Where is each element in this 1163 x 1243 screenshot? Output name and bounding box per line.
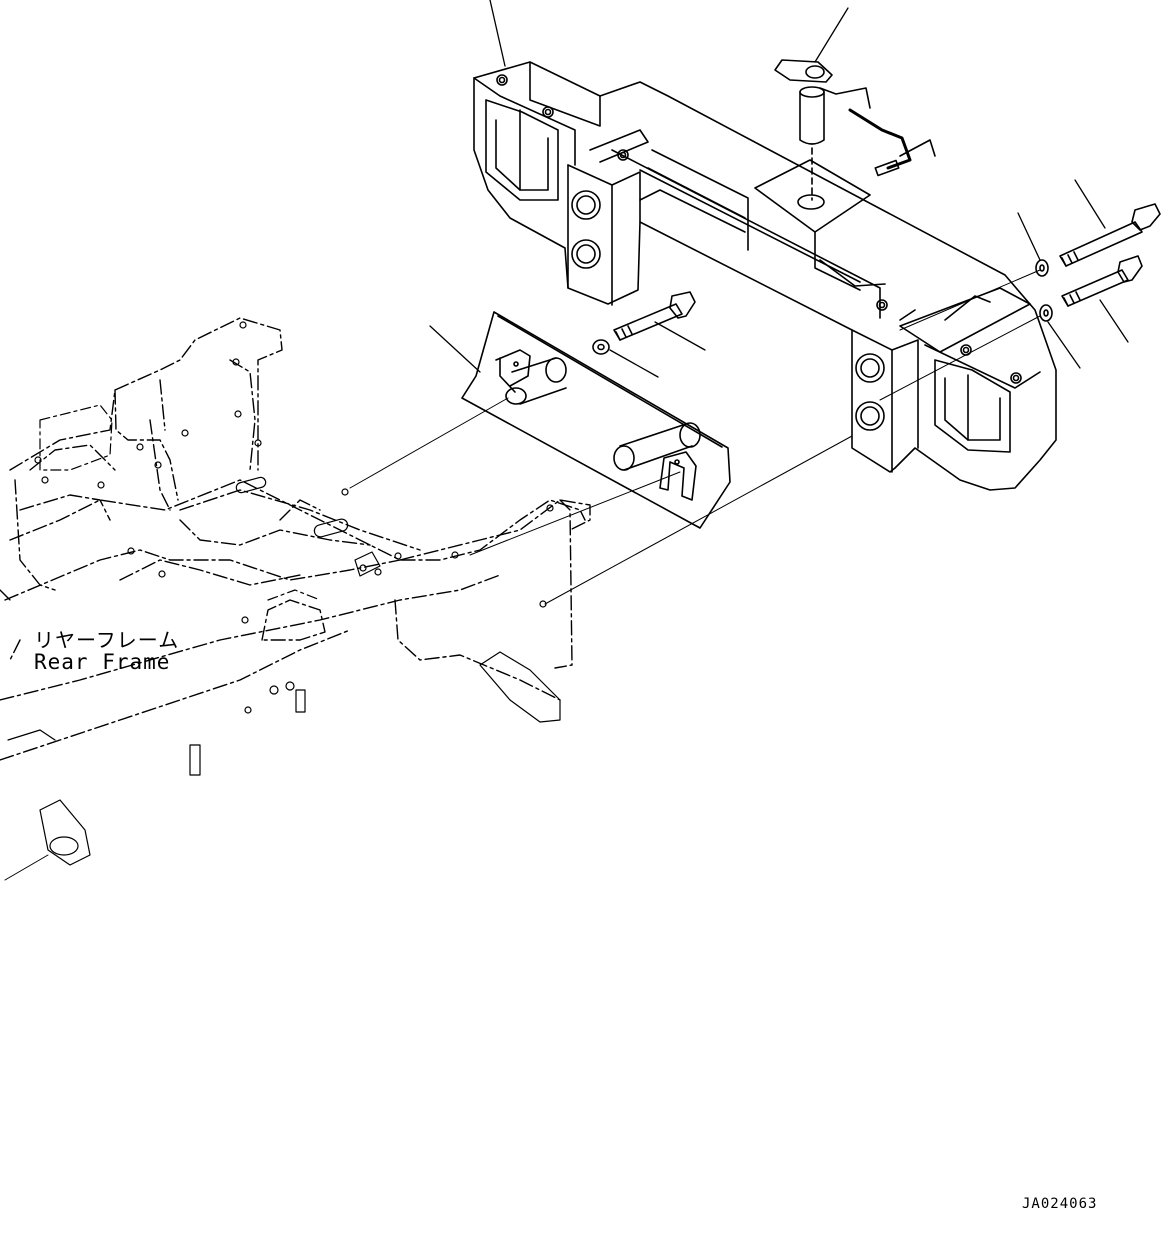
rear-frame [0, 318, 590, 760]
bolt-center [593, 292, 695, 354]
bolts-right [880, 204, 1160, 400]
alignment-lines [5, 398, 852, 880]
mounting-plate [462, 312, 730, 528]
rear-frame-label-jp: リヤーフレーム [34, 628, 180, 652]
rear-frame-label-en: Rear Frame [34, 650, 171, 674]
rear-frame-details [8, 322, 560, 865]
leader-lines [430, 0, 1128, 377]
hitch-pin [775, 60, 935, 200]
drawing-id: JA024063 [1022, 1196, 1098, 1212]
hitch-body [474, 62, 1056, 490]
